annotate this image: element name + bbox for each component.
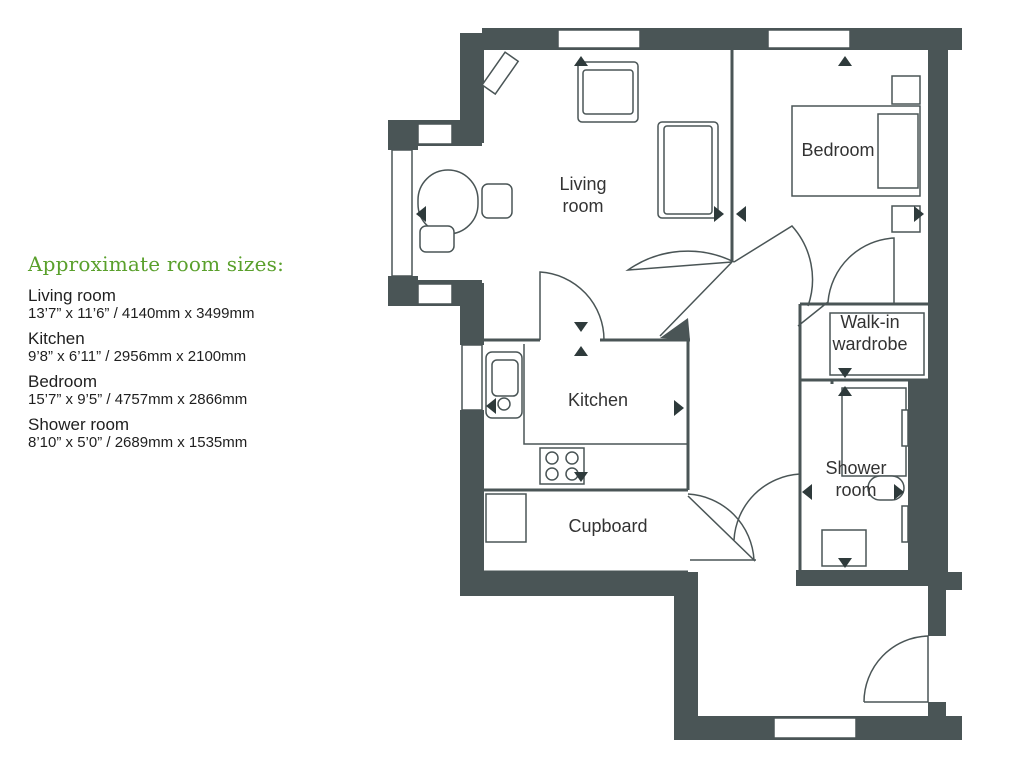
legend-entry-bedroom: Bedroom 15’7” x 9’5” / 4757mm x 2866mm (28, 372, 358, 409)
door-swings (539, 225, 929, 703)
legend-room-size: 13’7” x 11’6” / 4140mm x 3499mm (28, 305, 255, 322)
cupboard-label: Cupboard (568, 516, 647, 536)
interior-walls (482, 50, 928, 574)
shower-room-label-line2: room (835, 480, 876, 500)
bedroom-label: Bedroom (801, 140, 874, 160)
living-room-label-line1: Living (559, 174, 606, 194)
legend-room-size: 15’7” x 9’5” / 4757mm x 2866mm (28, 391, 248, 408)
legend-entry-kitchen: Kitchen 9’8” x 6’11” / 2956mm x 2100mm (28, 329, 358, 366)
living-room-label-line2: room (562, 196, 603, 216)
legend-room-name: Bedroom (28, 372, 97, 391)
legend-room-name: Kitchen (28, 329, 85, 348)
legend-room-name: Living room (28, 286, 116, 305)
arrow-markers (416, 56, 924, 568)
shower-room-label-line1: Shower (825, 458, 886, 478)
legend-entry-shower-room: Shower room 8’10” x 5’0” / 2689mm x 1535… (28, 415, 358, 452)
legend-title: Approximate room sizes: (28, 252, 285, 276)
room-size-legend: Approximate room sizes: Living room 13’7… (28, 252, 358, 458)
legend-entry-living-room: Living room 13’7” x 11’6” / 4140mm x 349… (28, 286, 358, 323)
legend-room-size: 8’10” x 5’0” / 2689mm x 1535mm (28, 434, 248, 451)
worktops (497, 344, 688, 481)
windows (391, 29, 857, 739)
kitchen-label: Kitchen (568, 390, 628, 410)
legend-room-name: Shower room (28, 415, 130, 434)
legend-room-size: 9’8” x 6’11” / 2956mm x 2100mm (28, 348, 247, 365)
walk-in-wardrobe-label-line1: Walk-in (840, 312, 899, 332)
walk-in-wardrobe-label-line2: wardrobe (831, 334, 907, 354)
